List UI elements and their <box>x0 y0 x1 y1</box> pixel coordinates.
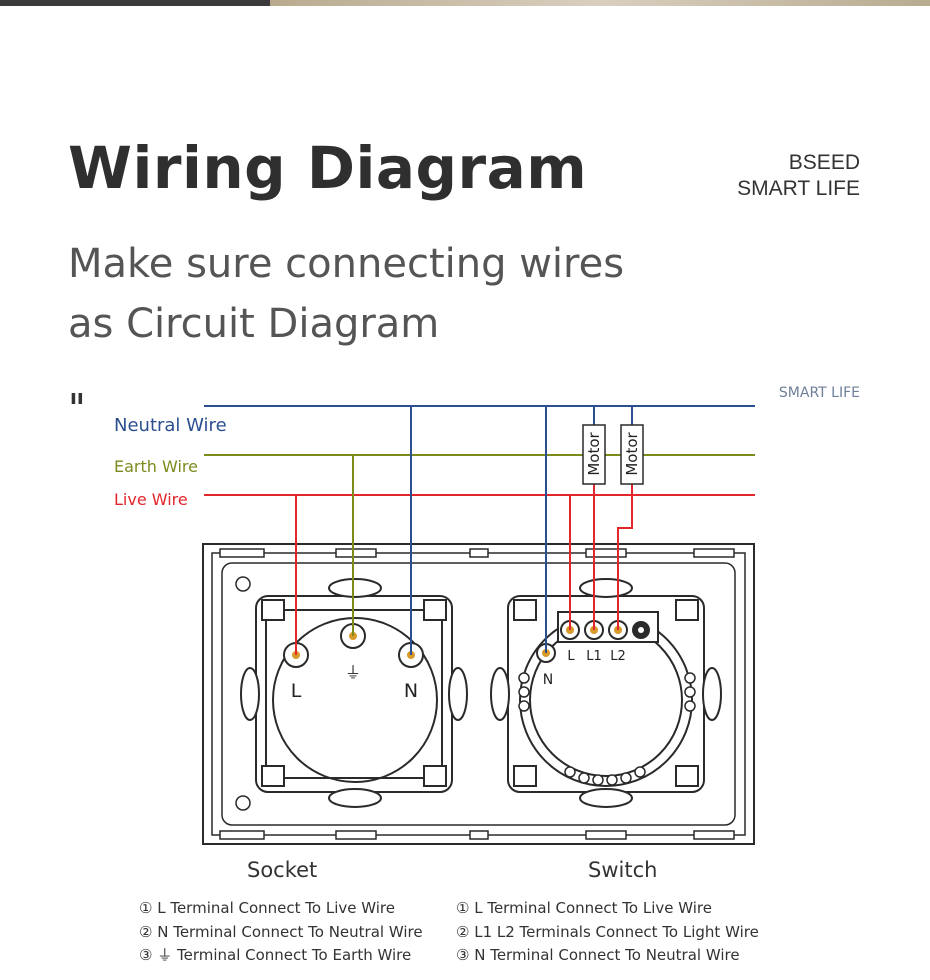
switch-label-l2: L2 <box>610 649 626 664</box>
wiring-diagram: ıı SMART LIFE Neutral Wire Earth Wire Li… <box>0 370 930 976</box>
live-wire-label: Live Wire <box>114 490 188 509</box>
top-accent-bar <box>0 0 930 6</box>
switch-terminal-blank-center <box>638 627 644 633</box>
top-accent-gold <box>270 0 930 6</box>
subtitle-line-2: as Circuit Diagram <box>68 301 440 347</box>
switch-label-n: N <box>543 672 553 688</box>
page-title: Wiring Diagram <box>68 134 588 202</box>
switch-bumps <box>518 672 696 786</box>
watermark-text: SMART LIFE <box>779 385 860 401</box>
motor-2-box <box>620 424 644 485</box>
page-subtitle: Make sure connecting wires as Circuit Di… <box>68 234 624 354</box>
switch-note-2: ② L1 L2 Terminals Connect To Light Wire <box>456 922 759 941</box>
corner-mark: ıı <box>70 385 84 409</box>
switch-caption: Switch <box>588 858 658 882</box>
motor-1-box <box>582 424 606 485</box>
frame-outer <box>202 543 755 845</box>
switch-module <box>490 578 722 808</box>
switch-note-3: ③ N Terminal Connect To Neutral Wire <box>456 946 740 964</box>
top-accent-dark <box>0 0 270 6</box>
neutral-wire-label: Neutral Wire <box>114 415 227 436</box>
switch-note-1: ① L Terminal Connect To Live Wire <box>456 899 712 917</box>
socket-note-1: ① L Terminal Connect To Live Wire <box>139 899 395 917</box>
frame-screw-top <box>235 576 251 592</box>
motor-1-label: Motor <box>585 432 603 476</box>
switch-notes: ① L Terminal Connect To Live Wire ② L1 L… <box>456 897 759 968</box>
switch-label-l1: L1 <box>586 649 602 664</box>
earth-wire-label: Earth Wire <box>114 457 198 476</box>
switch-label-l: L <box>567 649 575 664</box>
socket-note-3: ③ ⏚ Terminal Connect To Earth Wire <box>139 946 412 964</box>
brand-logo-text: BSEED SMART LIFE <box>737 150 860 202</box>
socket-label-n: N <box>404 680 418 702</box>
brand-line-1: BSEED <box>788 151 860 174</box>
socket-label-l: L <box>291 680 302 702</box>
brand-line-2: SMART LIFE <box>737 177 860 200</box>
wiring-diagram-svg: ıı SMART LIFE Neutral Wire Earth Wire Li… <box>70 385 860 845</box>
frame-screw-bottom <box>235 795 251 811</box>
frame-tabs <box>219 548 735 840</box>
socket-note-2: ② N Terminal Connect To Neutral Wire <box>139 922 423 941</box>
socket-notes: ① L Terminal Connect To Live Wire ② N Te… <box>139 897 423 968</box>
earth-symbol-icon: ⏚ <box>345 663 361 682</box>
frame-recess <box>221 562 736 826</box>
motor-2-label: Motor <box>623 432 641 476</box>
socket-caption: Socket <box>247 858 318 882</box>
subtitle-line-1: Make sure connecting wires <box>68 241 625 287</box>
switch-l2-wire <box>617 484 633 630</box>
